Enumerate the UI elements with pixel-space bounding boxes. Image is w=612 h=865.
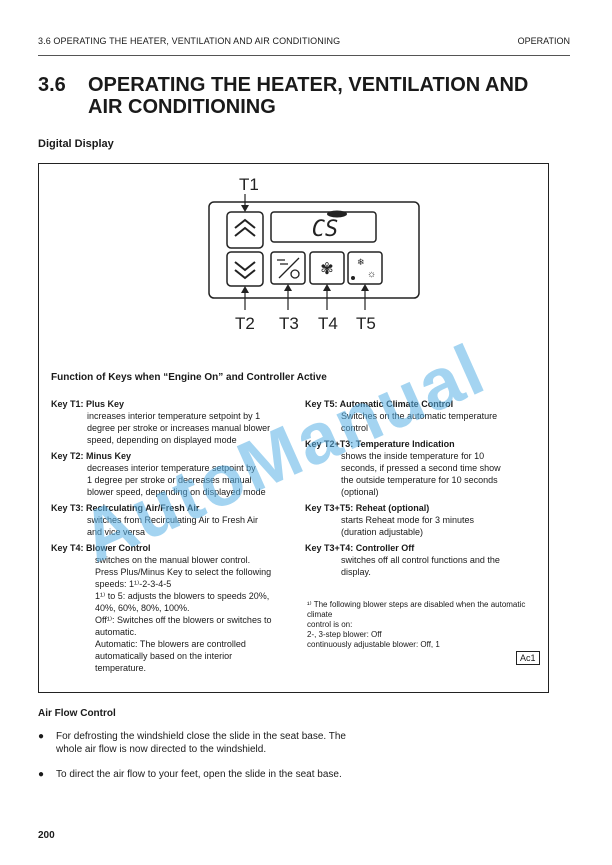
bullet-icon: ● (38, 731, 45, 742)
running-header-right: OPERATION (517, 36, 570, 46)
air-flow-heading: Air Flow Control (38, 708, 116, 719)
snowflake-icon: ❄ (357, 257, 365, 267)
key-description: switches on the manual blower control. P… (95, 555, 272, 673)
key-t3-t4: Key T3+T4: Controller Off switches off a… (305, 542, 545, 578)
functions-title: Function of Keys when “Engine On” and Co… (51, 372, 327, 383)
callout-t3: T3 (279, 314, 299, 333)
key-heading: Key T3: Recirculating Air/Fresh Air (51, 503, 200, 513)
keys-left-column: Key T1: Plus Key increases interior temp… (51, 398, 301, 678)
key-t1: Key T1: Plus Key increases interior temp… (51, 398, 301, 446)
footnote: ¹⁾ The following blower steps are disabl… (307, 600, 526, 649)
lcd-display (270, 211, 377, 243)
key-heading: Key T2+T3: Temperature Indication (305, 439, 455, 449)
running-header-left: 3.6 OPERATING THE HEATER, VENTILATION AN… (38, 36, 341, 46)
bullet-text: For defrosting the windshield close the … (56, 731, 346, 755)
key-heading: Key T5: Automatic Climate Control (305, 399, 454, 409)
key-heading: Key T1: Plus Key (51, 399, 125, 409)
key-description: starts Reheat mode for 3 minutes (durati… (341, 515, 475, 537)
section-title: OPERATING THE HEATER, VENTILATION AND AI… (88, 74, 529, 118)
recirculation-icon (277, 257, 300, 279)
key-heading: Key T3+T4: Controller Off (305, 543, 415, 553)
callout-t4: T4 (318, 314, 338, 333)
callout-t5: T5 (356, 314, 376, 333)
key-t2-t3: Key T2+T3: Temperature Indication shows … (305, 438, 545, 498)
key-description: increases interior temperature setpoint … (87, 411, 271, 445)
key-t2: Key T2: Minus Key decreases interior tem… (51, 450, 301, 498)
callout-t2: T2 (235, 314, 255, 333)
display-readout: CS (312, 217, 339, 242)
key-description: shows the inside temperature for 10 seco… (341, 451, 501, 497)
key-description: decreases interior temperature setpoint … (87, 463, 266, 497)
air-flow-list: ● For defrosting the windshield close the… (38, 730, 358, 793)
header-rule (38, 55, 570, 56)
key-heading: Key T2: Minus Key (51, 451, 132, 461)
panel-outline (208, 201, 420, 299)
section-number: 3.6 (38, 74, 66, 96)
figure-frame: CS ✾ ❄ ☼ T1 T2 T3 T4 T5 Function of Keys… (38, 163, 549, 693)
key-heading: Key T4: Blower Control (51, 543, 151, 553)
key-t4: Key T4: Blower Control switches on the m… (51, 542, 301, 674)
keys-right-column: Key T5: Automatic Climate Control Switch… (305, 398, 545, 582)
list-item: ● To direct the air flow to your feet, op… (38, 768, 358, 781)
page-number: 200 (38, 830, 55, 841)
key-t3: Key T3: Recirculating Air/Fresh Air swit… (51, 502, 301, 538)
key-description: switches off all control functions and t… (341, 555, 500, 577)
key-heading: Key T3+T5: Reheat (optional) (305, 503, 430, 513)
key-t3-t5: Key T3+T5: Reheat (optional) starts Rehe… (305, 502, 545, 538)
recirculation-key (270, 251, 306, 285)
key-t5: Key T5: Automatic Climate Control Switch… (305, 398, 545, 434)
key-description: Switches on the automatic temperature co… (341, 411, 498, 433)
control-panel-diagram: CS ✾ ❄ ☼ T1 T2 T3 T4 T5 (208, 175, 420, 333)
display-indicator (327, 210, 347, 218)
key-description: switches from Recirculating Air to Fresh… (87, 515, 259, 537)
digital-display-heading: Digital Display (38, 138, 114, 150)
auto-led (351, 276, 355, 280)
plus-key (226, 211, 264, 249)
fan-icon: ✾ (320, 261, 333, 278)
callout-t1: T1 (239, 175, 259, 194)
bullet-text: To direct the air flow to your feet, ope… (56, 769, 342, 780)
double-chevron-up-icon (234, 218, 256, 237)
bullet-icon: ● (38, 769, 45, 780)
list-item: ● For defrosting the windshield close the… (38, 730, 358, 756)
figure-id: Ac1 (516, 651, 540, 665)
sun-icon: ☼ (367, 269, 376, 280)
double-chevron-down-icon (234, 261, 256, 280)
